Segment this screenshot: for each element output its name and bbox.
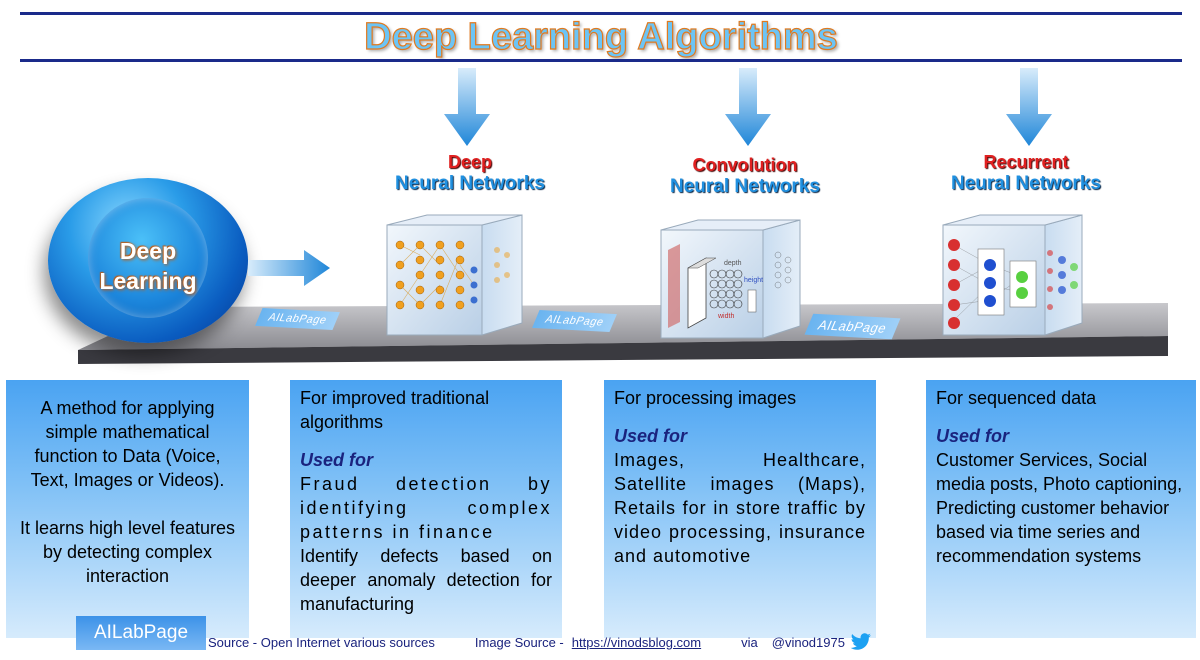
title-top-rule [20, 12, 1182, 15]
sphere-label: Deep Learning [48, 236, 248, 296]
hub-description-p1: A method for applying simple mathematica… [30, 398, 225, 490]
cnn-description-box: For processing images Used for Images, H… [604, 380, 876, 638]
footer-brand-logo: AILabPage [76, 616, 206, 650]
dnn-title-line2: Neural Networks [395, 173, 545, 194]
hub-description-p2: It learns high level features by detecti… [19, 518, 236, 586]
cnn-height-label: height [744, 277, 763, 284]
footer-source: Source - Open Internet various sources [208, 634, 435, 650]
deep-learning-sphere: Deep Learning [48, 178, 248, 343]
cnn-cube-illustration: depth height width [660, 219, 801, 339]
rnn-title: Recurrent Neural Networks [906, 152, 1146, 195]
rnn-title-line2: Neural Networks [951, 173, 1101, 194]
dnn-title-line1: Deep [447, 152, 492, 172]
cnn-used-for-label: Used for [614, 426, 688, 446]
arrow-down-icon [1006, 68, 1052, 146]
dnn-description-head: For improved traditional algorithms [300, 388, 490, 432]
rnn-used-for-label: Used for [936, 426, 1010, 446]
dnn-description-box: For improved traditional algorithms Used… [290, 380, 562, 638]
watermark-label: AILabPage [804, 313, 901, 340]
footer-via: via [741, 634, 758, 650]
rnn-title-line1: Recurrent [983, 152, 1069, 172]
cnn-description-head: For processing images [614, 388, 797, 408]
footer-handle[interactable]: @vinod1975 [771, 634, 845, 650]
rnn-description-head: For sequenced data [936, 388, 1097, 408]
rnn-cube-illustration [942, 214, 1083, 336]
page-title: Deep Learning Algorithms [364, 15, 839, 58]
dnn-cube-illustration [386, 214, 523, 336]
platform-slab [78, 303, 1168, 364]
cnn-width-label: width [717, 313, 734, 320]
rnn-use-item: Customer Services, Social media posts, P… [936, 450, 1183, 566]
arrow-down-icon [725, 68, 771, 146]
sphere-label-line1: Deep [119, 238, 177, 264]
dnn-use-item: Fraud detection by identifying complex p… [300, 474, 552, 542]
dnn-used-for-label: Used for [300, 450, 374, 470]
sphere-label-line2: Learning [99, 268, 197, 294]
cnn-title-line1: Convolution [692, 155, 798, 175]
title-bar: Deep Learning Algorithms [20, 12, 1182, 62]
arrow-down-icon [444, 68, 490, 146]
hub-description-box: A method for applying simple mathematica… [6, 380, 249, 638]
cnn-title-line2: Neural Networks [670, 176, 820, 197]
dnn-title: Deep Neural Networks [350, 152, 590, 195]
footer-image-source-link[interactable]: https://vinodsblog.com [571, 634, 702, 650]
footer-credits: Source - Open Internet various sources I… [208, 632, 873, 652]
twitter-icon [850, 633, 871, 650]
sphere-core [88, 198, 208, 318]
cnn-use-item: Images, Healthcare, Satellite images (Ma… [614, 450, 866, 566]
footer-image-source-label: Image Source - [474, 634, 564, 650]
title-bottom-rule [20, 59, 1182, 62]
cnn-title: Convolution Neural Networks [625, 155, 865, 198]
arrow-right-icon [248, 250, 330, 286]
dnn-use-item: Identify defects based on deeper anomaly… [300, 546, 552, 614]
rnn-description-box: For sequenced data Used for Customer Ser… [926, 380, 1196, 638]
cnn-depth-label: depth [724, 260, 742, 267]
